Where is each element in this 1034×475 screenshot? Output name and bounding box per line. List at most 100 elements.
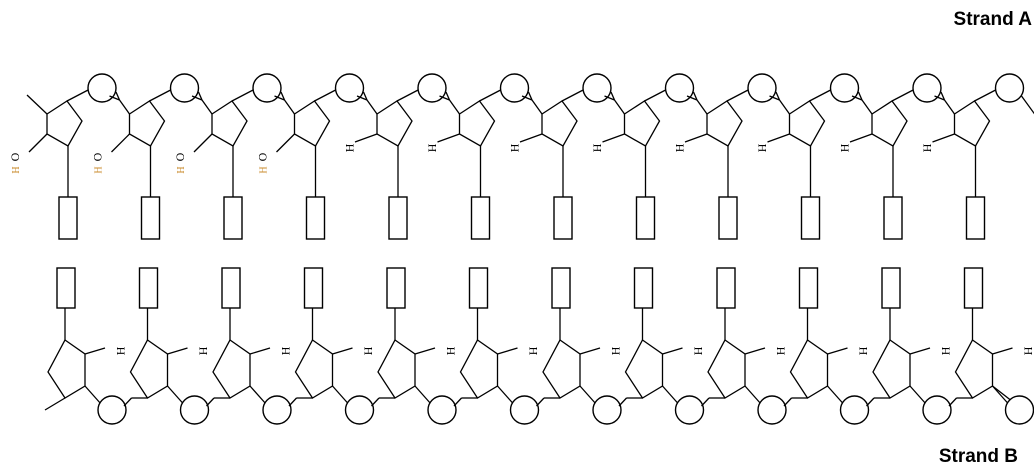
strand-b-hydrogen-bond bbox=[249, 347, 271, 355]
strand-b-sugar-ring bbox=[707, 339, 746, 399]
strand-b-hydrogen-atom: H bbox=[279, 347, 293, 356]
strand-b-backbone-link bbox=[536, 397, 545, 407]
strand-a-base bbox=[140, 196, 161, 240]
strand-a-backbone-link bbox=[692, 91, 698, 101]
strand-b-sugar-ring bbox=[542, 339, 581, 399]
strand-a-phosphate bbox=[499, 73, 530, 103]
strand-b-base bbox=[716, 267, 736, 309]
strand-a-base bbox=[883, 196, 903, 240]
strand-b-hydrogen-bond bbox=[579, 347, 601, 355]
strand-a-backbone-link bbox=[726, 88, 751, 102]
strand-a-base bbox=[223, 196, 243, 240]
strand-b-hydrogen-bond bbox=[744, 347, 766, 355]
strand-a-backbone-link bbox=[283, 99, 296, 115]
strand-a-backbone-link bbox=[439, 95, 450, 101]
strand-a-base bbox=[965, 196, 986, 240]
strand-b-phosphate bbox=[674, 395, 705, 425]
strand-a-backbone-link bbox=[561, 88, 586, 102]
strand-b-phosphate bbox=[922, 395, 952, 425]
strand-b-base bbox=[963, 267, 984, 309]
strand-b-hydrogen-bond bbox=[992, 347, 1013, 355]
strand-a-hydrogen-atom: H bbox=[756, 144, 770, 153]
strand-a-backbone-link bbox=[280, 91, 286, 101]
strand-b-base bbox=[633, 267, 654, 309]
strand-a-backbone-link bbox=[366, 99, 378, 115]
strand-a-sugar-ring bbox=[128, 100, 166, 147]
strand-a-hydrogen-bond bbox=[354, 133, 378, 143]
strand-a-base bbox=[470, 196, 491, 240]
strand-b-backbone-link bbox=[744, 385, 762, 405]
strand-b-backbone-link bbox=[206, 397, 215, 407]
strand-b-hydrogen-atom: H bbox=[114, 347, 128, 356]
strand-a-phosphate bbox=[664, 73, 695, 103]
strand-a-backbone-link bbox=[362, 91, 368, 101]
strand-a-oxygen-atom: O bbox=[173, 152, 187, 161]
strand-a-base bbox=[800, 196, 821, 240]
strand-a-backbone-link bbox=[396, 88, 421, 102]
strand-b-hydrogen-atom: H bbox=[774, 347, 788, 356]
strand-a-backbone-link bbox=[613, 99, 626, 115]
strand-b-base bbox=[221, 267, 241, 309]
strand-a-5prime-end bbox=[26, 94, 48, 115]
strand-b-base bbox=[551, 267, 571, 309]
strand-a-backbone-link bbox=[775, 91, 781, 101]
strand-b-hydrogen-bond bbox=[84, 347, 106, 355]
strand-a-phosphate bbox=[169, 73, 200, 103]
strand-b-hydrogen-atom: H bbox=[527, 347, 541, 356]
strand-b-backbone-link bbox=[453, 397, 462, 407]
strand-b-backbone-link bbox=[909, 385, 927, 405]
strand-a-sugar-ring bbox=[293, 100, 331, 147]
strand-a-hydrogen-bond bbox=[932, 133, 955, 143]
strand-a-hydroxyl-bond bbox=[111, 133, 130, 153]
strand-a-sugar-ring bbox=[458, 100, 496, 147]
strand-b-hydrogen-bond bbox=[497, 347, 518, 355]
strand-b-backbone-link bbox=[866, 397, 875, 407]
strand-a-sugar-ring bbox=[211, 100, 248, 147]
strand-a-hydrogen-atom: H bbox=[838, 144, 852, 153]
strand-b-hydrogen-bond bbox=[167, 347, 188, 355]
strand-b-backbone-link bbox=[701, 397, 710, 407]
strand-b-backbone-link bbox=[288, 397, 297, 407]
strand-a-backbone-link bbox=[109, 95, 120, 101]
strand-b-base bbox=[303, 267, 324, 309]
strand-b-hydrogen-atom: H bbox=[1022, 347, 1034, 356]
strand-b-backbone-link bbox=[948, 397, 957, 407]
strand-a-backbone-link bbox=[644, 88, 668, 102]
strand-b-sugar-ring bbox=[624, 339, 664, 399]
strand-b-backbone-link bbox=[579, 385, 597, 405]
strand-a-hydrogen-atom: H bbox=[343, 144, 357, 153]
strand-a-base bbox=[58, 196, 78, 240]
strand-a-hydrogen-bond bbox=[437, 133, 460, 143]
strand-b-hydrogen-bond bbox=[414, 347, 436, 355]
strand-a-base bbox=[635, 196, 656, 240]
strand-a-phosphate bbox=[334, 73, 365, 103]
strand-a-label: Strand A bbox=[953, 9, 1032, 30]
strand-a-hydrogen-bond bbox=[684, 133, 708, 143]
strand-a-3prime-end bbox=[1020, 95, 1034, 115]
strand-b-backbone-link bbox=[662, 385, 679, 405]
strand-a-hydroxyl-bond bbox=[193, 133, 213, 153]
strand-a-backbone-link bbox=[356, 95, 368, 101]
strand-a-backbone-link bbox=[857, 91, 863, 101]
strand-a-backbone-link bbox=[197, 91, 203, 101]
strand-b-hydrogen-atom: H bbox=[609, 347, 623, 356]
strand-a-backbone-link bbox=[149, 88, 173, 102]
strand-a-hydrogen-bond bbox=[849, 133, 873, 143]
strand-a-backbone-link bbox=[201, 99, 213, 115]
strand-b-backbone-link bbox=[783, 397, 792, 407]
strand-a-backbone-link bbox=[479, 88, 503, 102]
strand-b-base bbox=[468, 267, 489, 309]
strand-a-hydroxyl-bond bbox=[276, 133, 295, 153]
strand-a-base bbox=[305, 196, 326, 240]
strand-a-hydrogen-atom: H bbox=[94, 166, 105, 173]
strand-a-hydrogen-atom: H bbox=[508, 144, 522, 153]
strand-b-backbone-link bbox=[618, 397, 627, 407]
strand-b-backbone-link bbox=[123, 397, 132, 407]
strand-a-base bbox=[718, 196, 738, 240]
strand-b-sugar-ring bbox=[129, 339, 169, 399]
strand-a-backbone-link bbox=[974, 88, 998, 102]
strand-b-5prime-end bbox=[44, 397, 66, 411]
strand-a-hydrogen-atom: H bbox=[426, 144, 440, 153]
strand-b-hydrogen-bond bbox=[827, 347, 848, 355]
strand-b-backbone-link bbox=[414, 385, 432, 405]
